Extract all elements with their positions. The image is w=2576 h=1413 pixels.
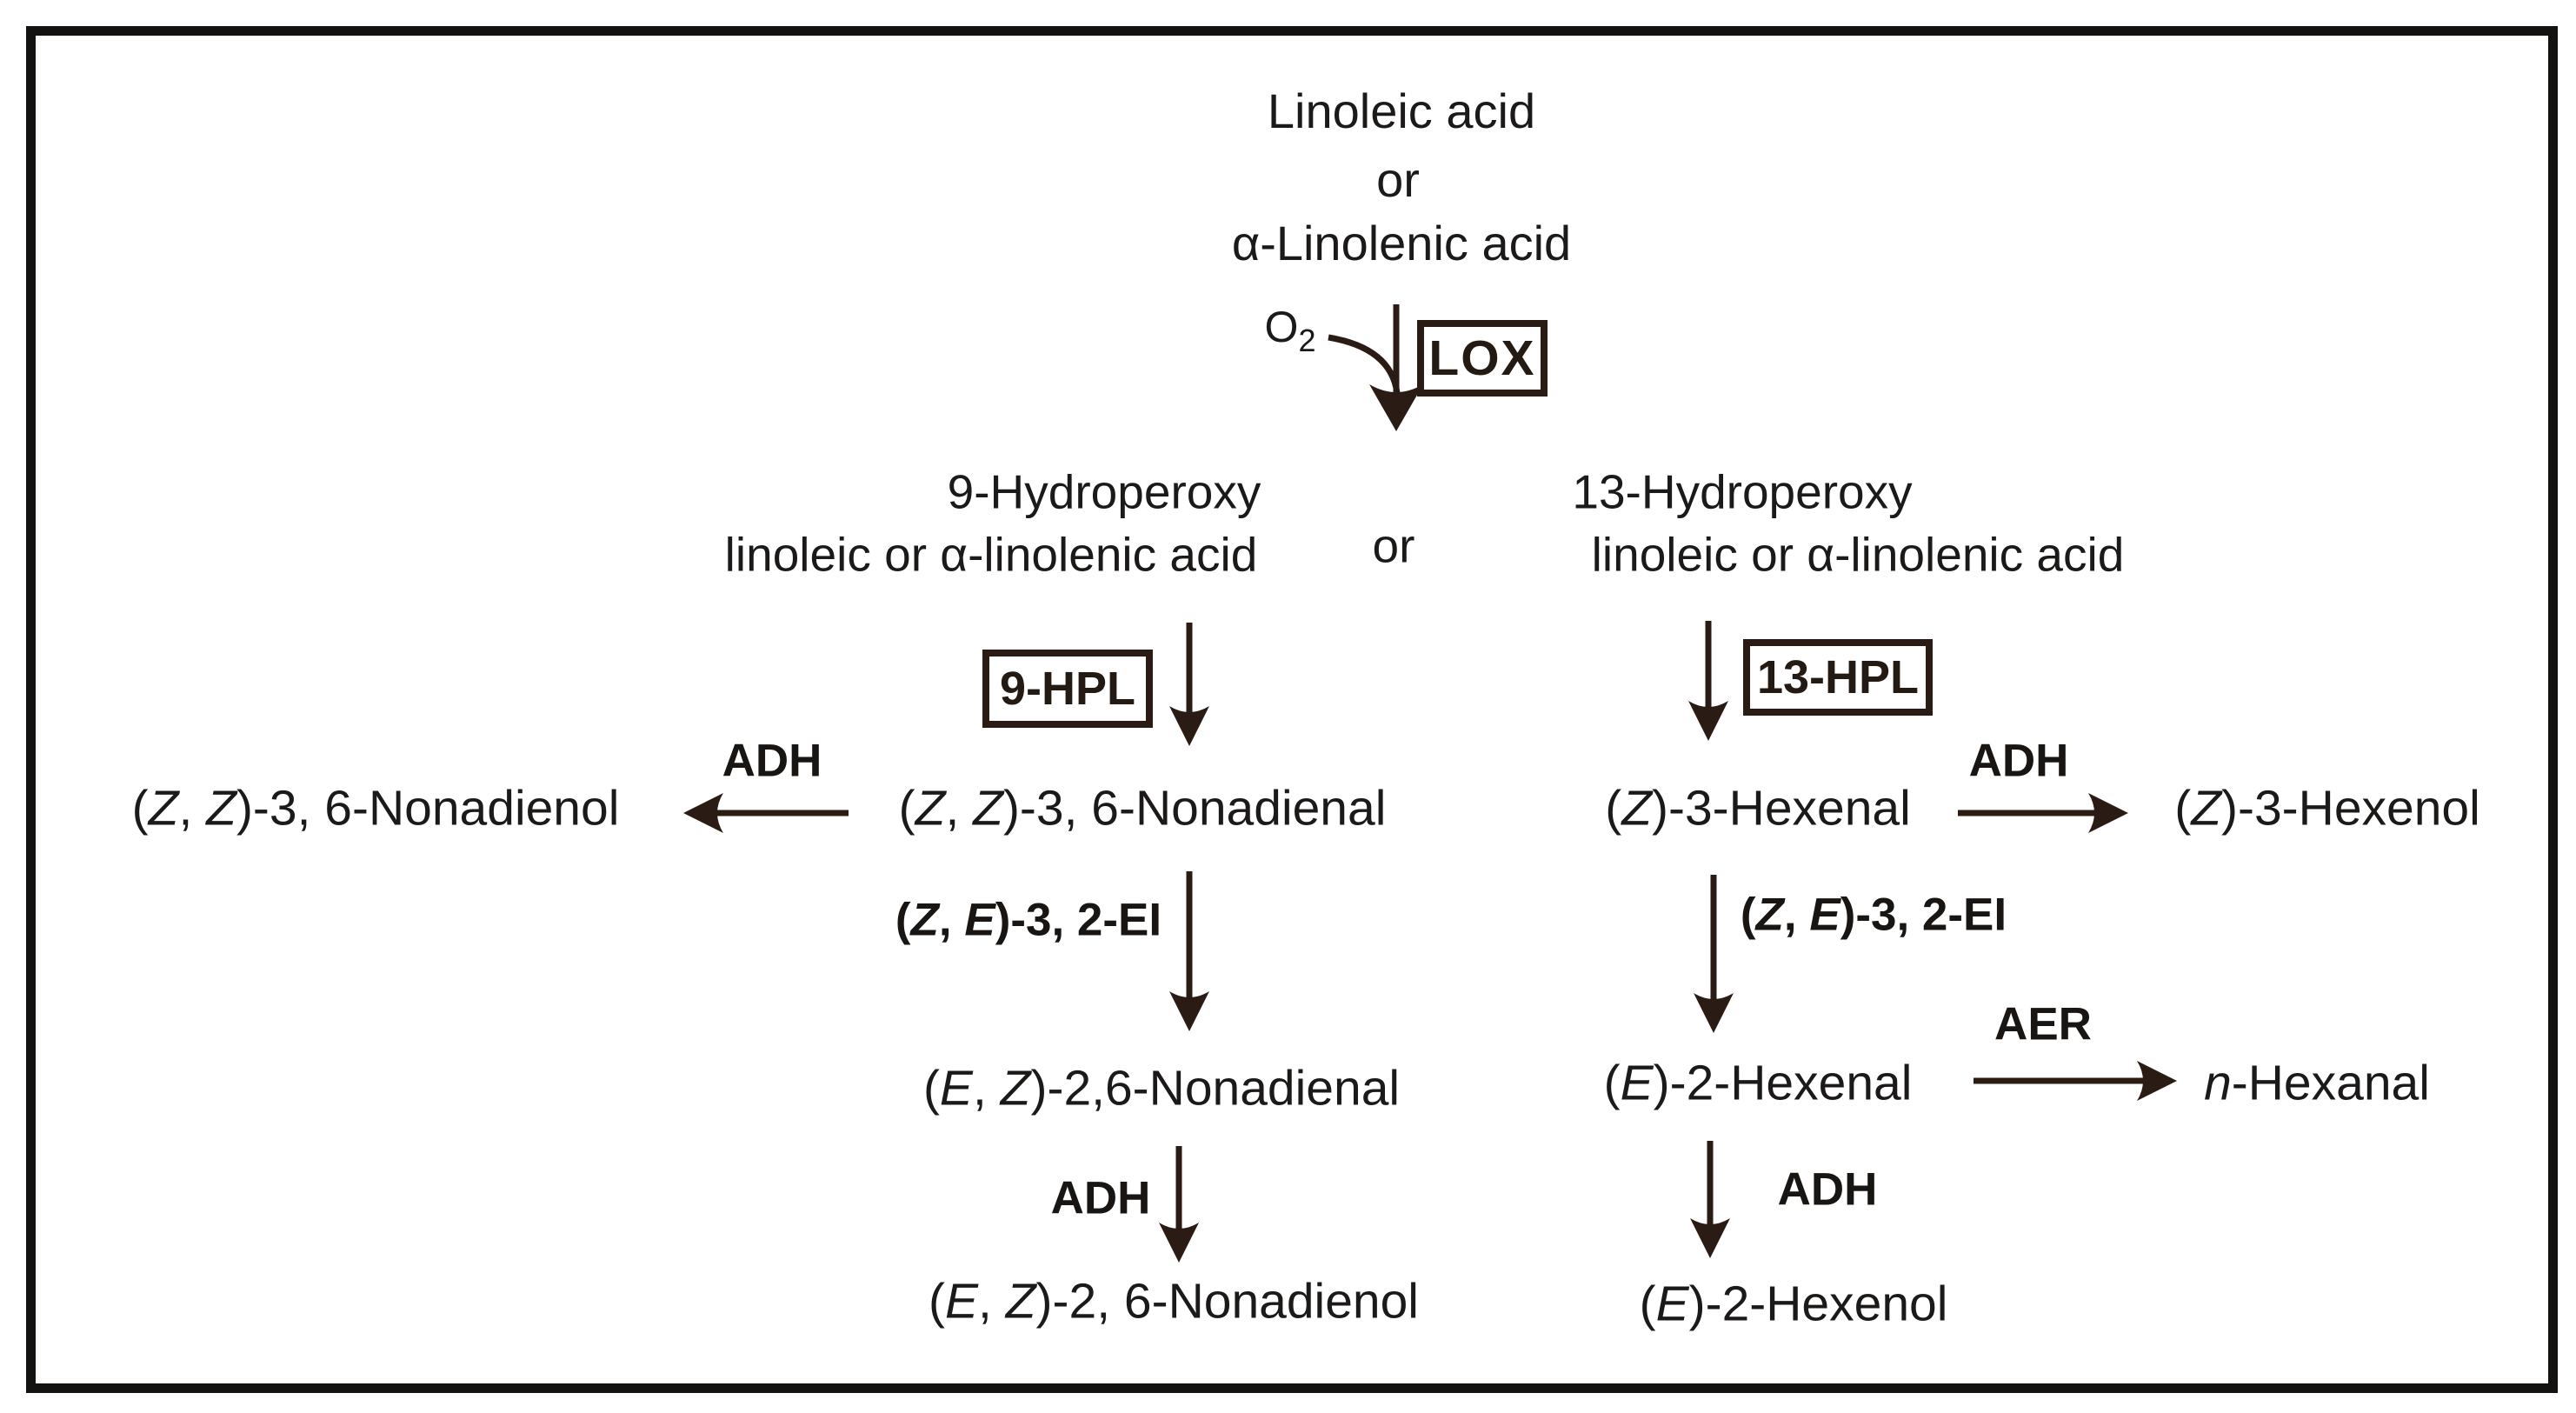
adh-label-left2: ADH [1050,1172,1151,1224]
hpl9-enzyme-box: 9-HPL [982,650,1153,728]
hpl13-arrow [1688,621,1728,741]
compound-e2-hexenol: (E)-2-Hexenol [1639,1276,1948,1332]
hpl13-enzyme-label: 13-HPL [1756,651,1920,703]
figure-frame [26,26,2558,1393]
compound-zz36-nonadienol: (Z, Z)-3, 6-Nonadienol [131,780,620,836]
hydroperoxide-left-line2: linoleic or α-linolenic acid [724,527,1258,582]
ei-label-right: (Z, E)-3, 2-EI [1740,889,2007,941]
adh-label-right1: ADH [1968,735,2069,787]
substrate-conjunction: or [1376,152,1420,207]
oxygen-symbol: O [1264,303,1299,351]
lox-enzyme-label: LOX [1428,330,1536,386]
compound-ez26-nonadienal: (E, Z)-2,6-Nonadienal [922,1060,1401,1116]
compound-n-hexanal: n-Hexanal [2204,1055,2430,1111]
hydroperoxide-right-line1: 13-Hydroperoxy [1572,464,1913,519]
lox-arrow [1369,304,1423,431]
lox-enzyme-box: LOX [1417,320,1548,397]
aer-label: AER [1994,998,2092,1050]
hydroperoxide-left-line1: 9-Hydroperoxy [947,464,1261,519]
substrate-line1: Linoleic acid [1267,83,1536,138]
compound-e2-hexenal: (E)-2-Hexenal [1603,1055,1913,1111]
adh-label-left1: ADH [722,735,822,787]
aer-arrow [1974,1061,2177,1101]
adh-nonadienol-arrow [683,793,849,833]
adh-hexenol2-arrow [1690,1141,1730,1258]
o2-curve-arrow [1328,334,1401,394]
adh-nonadienol2-arrow [1159,1146,1199,1263]
ei-left-arrow [1169,871,1209,1031]
adh-hexenol-arrow [1958,793,2128,833]
branch-conjunction: or [1372,518,1415,573]
compound-zz36-nonadienal: (Z, Z)-3, 6-Nonadienal [898,780,1387,836]
compound-z3-hexenol: (Z)-3-Hexenol [2174,780,2480,836]
hydroperoxide-right-line2: linoleic or α-linolenic acid [1591,527,2125,582]
oxygen-cofactor: O2 [1264,303,1316,357]
compound-ez26-nonadienol: (E, Z)-2, 6-Nonadienol [929,1273,1419,1330]
oxygen-subscript: 2 [1298,323,1316,358]
adh-label-right2: ADH [1777,1163,1878,1216]
ei-right-arrow [1694,875,1734,1033]
compound-z3-hexenal: (Z)-3-Hexenal [1605,780,1911,836]
hpl9-enzyme-label: 9-HPL [999,663,1135,715]
hpl13-enzyme-box: 13-HPL [1743,639,1933,716]
hpl9-arrow [1169,623,1209,746]
substrate-line2: α-Linolenic acid [1231,216,1572,270]
ei-label-left: (Z, E)-3, 2-EI [895,894,1162,946]
